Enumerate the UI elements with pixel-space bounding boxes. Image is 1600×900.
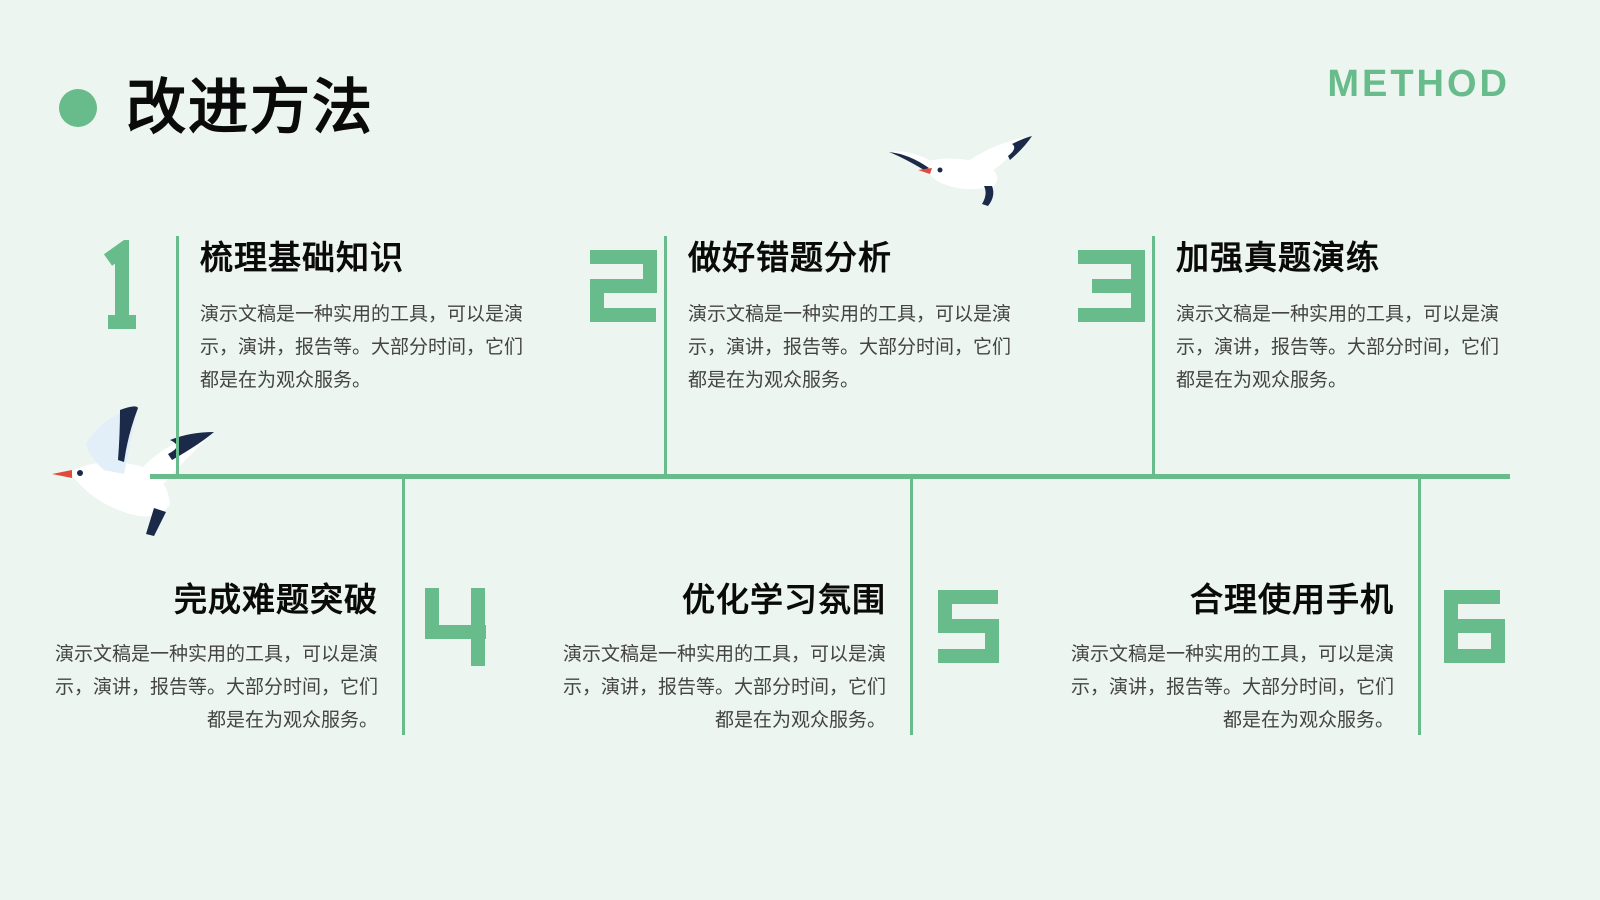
step-description: 演示文稿是一种实用的工具，可以是演示，演讲，报告等。大部分时间，它们都是在为观众… bbox=[200, 303, 524, 391]
step-title: 合理使用手机 bbox=[1190, 580, 1394, 619]
divider-line bbox=[176, 236, 179, 476]
section-tag: METHOD bbox=[1327, 63, 1510, 105]
divider-line bbox=[910, 479, 913, 735]
step-title: 加强真题演练 bbox=[1176, 238, 1380, 277]
step-title: 梳理基础知识 bbox=[200, 238, 404, 277]
title-bullet-dot bbox=[59, 89, 97, 127]
step-title: 优化学习氛围 bbox=[682, 580, 886, 619]
step-number-2 bbox=[590, 250, 657, 322]
seagull-icon bbox=[52, 406, 214, 536]
step-number-1 bbox=[103, 240, 136, 329]
divider-line bbox=[664, 236, 667, 476]
step-description: 演示文稿是一种实用的工具，可以是演示，演讲，报告等。大部分时间，它们都是在为观众… bbox=[54, 643, 378, 731]
timeline-axis bbox=[150, 474, 1510, 479]
step-description: 演示文稿是一种实用的工具，可以是演示，演讲，报告等。大部分时间，它们都是在为观众… bbox=[1176, 303, 1500, 391]
divider-line bbox=[402, 479, 405, 735]
step-number-4 bbox=[425, 588, 486, 666]
step-title: 完成难题突破 bbox=[174, 580, 378, 619]
seagull-icon bbox=[889, 136, 1032, 206]
divider-line bbox=[1418, 479, 1421, 735]
page-title: 改进方法 bbox=[126, 73, 374, 143]
step-number-5 bbox=[938, 590, 999, 663]
step-number-6 bbox=[1444, 590, 1505, 663]
divider-line bbox=[1152, 236, 1155, 476]
step-description: 演示文稿是一种实用的工具，可以是演示，演讲，报告等。大部分时间，它们都是在为观众… bbox=[562, 643, 886, 731]
step-description: 演示文稿是一种实用的工具，可以是演示，演讲，报告等。大部分时间，它们都是在为观众… bbox=[688, 303, 1012, 391]
step-number-3 bbox=[1078, 250, 1145, 322]
step-title: 做好错题分析 bbox=[688, 238, 892, 277]
step-description: 演示文稿是一种实用的工具，可以是演示，演讲，报告等。大部分时间，它们都是在为观众… bbox=[1070, 643, 1394, 731]
